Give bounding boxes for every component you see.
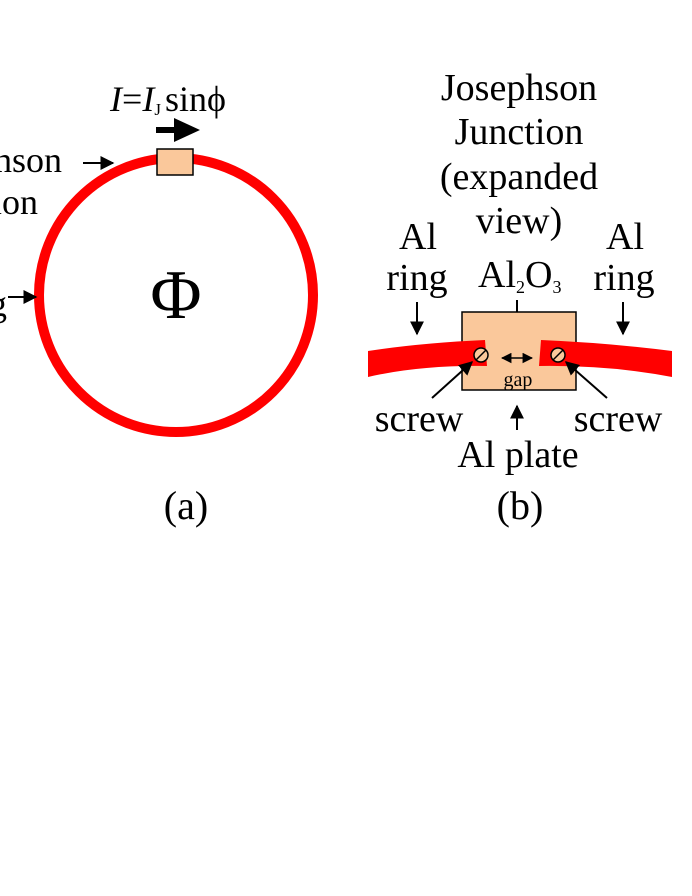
current-arrow — [156, 118, 200, 142]
right-ring-label-line1: Al — [606, 216, 644, 258]
junction-label-line1: hson — [0, 140, 62, 180]
gap-label: gap — [504, 369, 533, 391]
right-screw-arrow — [564, 361, 608, 399]
title-line2: Junction — [455, 111, 584, 153]
caption-b: (b) — [497, 483, 544, 528]
left-screw-label: screw — [375, 398, 464, 440]
left-ring-label-line2: ring — [386, 257, 447, 299]
ring-label-partial: g — [0, 284, 7, 324]
left-ring-label-line1: Al — [399, 216, 437, 258]
caption-a: (a) — [164, 483, 208, 528]
left-screw-icon — [473, 347, 489, 363]
title-line4: view) — [476, 200, 563, 242]
flux-symbol: Φ — [150, 257, 201, 334]
junction-label-line2: ion — [0, 182, 38, 222]
plate-label: Al plate — [457, 434, 578, 476]
left-screw-arrow — [431, 361, 474, 399]
panel-b: Josephson Junction (expanded view) Al ri… — [368, 67, 672, 528]
title-line1: Josephson — [441, 67, 597, 109]
oxide-label: Al2O3 — [478, 254, 561, 297]
title-line3: (expanded — [440, 156, 598, 198]
left-ring-segment — [368, 340, 487, 377]
right-ring-label-line2: ring — [593, 257, 654, 299]
right-screw-label: screw — [574, 398, 663, 440]
right-screw-icon — [550, 347, 566, 363]
right-ring-segment — [539, 340, 672, 377]
junction-box — [156, 148, 194, 176]
